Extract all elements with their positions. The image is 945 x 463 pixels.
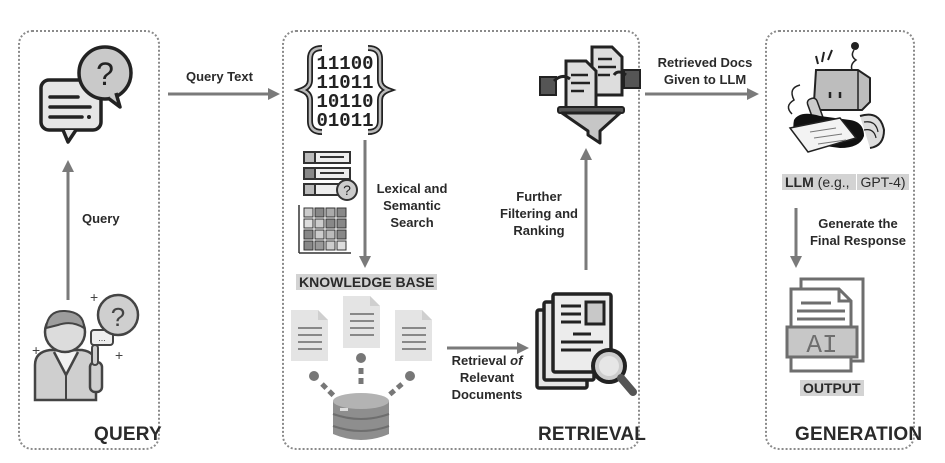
- binary-row: 11011: [316, 72, 373, 94]
- database-icon: [332, 393, 390, 440]
- label-line: Generate the: [818, 216, 898, 231]
- label-part-italic: of: [510, 353, 523, 368]
- knowledge-base-text: KNOWLEDGE BASE: [296, 274, 438, 290]
- label-line: Further: [516, 189, 562, 204]
- grid-cell: [336, 240, 347, 251]
- svg-text:+: +: [32, 342, 40, 358]
- grid-cell: [303, 229, 314, 240]
- generate-response-arrow: [790, 208, 802, 268]
- label-line: Filtering and: [500, 206, 578, 221]
- grid-cell: [314, 207, 325, 218]
- label-line: Relevant: [459, 370, 515, 385]
- retrieval-relevant-label: Retrieval of Relevant Documents: [446, 352, 528, 403]
- output-text: OUTPUT: [800, 380, 864, 396]
- retrieval-section-title: RETRIEVAL: [538, 424, 647, 445]
- llm-label-highlight: LLM (e.g.,: [782, 174, 857, 190]
- label-line: Documents: [451, 387, 523, 402]
- label-line: Lexical and: [376, 181, 448, 196]
- binary-code-icon: 11100 11011 10110 01011: [293, 45, 397, 135]
- binary-row: 10110: [316, 91, 373, 113]
- query-up-arrow: [62, 160, 74, 300]
- lexical-semantic-arrow: [359, 140, 371, 268]
- svg-text:...: ...: [98, 333, 106, 343]
- grid-cell: [325, 207, 336, 218]
- retrieval-relevant-arrow: [447, 342, 529, 354]
- svg-text:+: +: [115, 347, 123, 363]
- svg-text:+: +: [90, 289, 98, 305]
- ai-output-document-icon: AI: [785, 277, 865, 373]
- grid-cell: [303, 240, 314, 251]
- grid-cell: [336, 229, 347, 240]
- generation-panel: [765, 30, 915, 450]
- document-icon: [395, 310, 432, 361]
- knowledge-base-icon: [291, 296, 432, 440]
- binary-row: 11100: [316, 53, 373, 75]
- query-arrow-label: Query: [82, 211, 120, 226]
- svg-text:?: ?: [111, 302, 125, 332]
- knowledge-base-label: KNOWLEDGE BASE: [296, 274, 438, 291]
- grid-matrix-icon: [298, 205, 351, 254]
- checklist-icon: ?: [303, 151, 358, 201]
- svg-text:?: ?: [343, 182, 351, 198]
- generation-section-title: GENERATION: [795, 424, 923, 445]
- grid-cell: [336, 218, 347, 229]
- grid-cell: [303, 218, 314, 229]
- grid-cell: [303, 207, 314, 218]
- label-line: Given to LLM: [663, 72, 747, 87]
- grid-cell: [325, 240, 336, 251]
- document-icon: [343, 296, 380, 348]
- grid-cell: [314, 240, 325, 251]
- docs-to-llm-label: Retrieved Docs Given to LLM: [650, 54, 760, 88]
- lexical-semantic-label: Lexical and Semantic Search: [372, 180, 452, 231]
- label-line: Semantic: [383, 198, 441, 213]
- label-line: Retrieved Docs: [657, 55, 753, 70]
- llm-label-rest: (e.g.,: [813, 174, 854, 190]
- grid-cell: [336, 207, 347, 218]
- svg-text:?: ?: [96, 56, 114, 92]
- filter-funnel-docs-icon: [539, 45, 641, 145]
- query-text-arrow-label: Query Text: [186, 69, 253, 84]
- grid-cell: [325, 218, 336, 229]
- chat-question-icon: ?: [39, 45, 133, 144]
- robot-llm-icon: [787, 42, 886, 153]
- retrieval-panel: [282, 30, 640, 450]
- grid-cell: [314, 218, 325, 229]
- filtering-ranking-label: Further Filtering and Ranking: [494, 188, 584, 239]
- label-part: Retrieval: [451, 353, 511, 368]
- llm-label-model: GPT-4): [857, 174, 909, 190]
- person-question-icon: ... ? + + +: [32, 289, 140, 402]
- query-section-title: QUERY: [94, 424, 162, 445]
- query-panel: [18, 30, 160, 450]
- label-line: Search: [390, 215, 434, 230]
- query-text-arrow: [168, 88, 280, 100]
- llm-label: LLM (e.g., GPT-4): [782, 174, 909, 191]
- output-label: OUTPUT: [800, 380, 864, 397]
- filtering-ranking-arrow: [580, 148, 592, 270]
- label-line: Retrieval of: [446, 352, 528, 369]
- document-icon: [291, 310, 328, 361]
- label-line: Ranking: [513, 223, 565, 238]
- docs-to-llm-arrow: [645, 88, 759, 100]
- ai-text: AI: [806, 330, 837, 360]
- llm-label-bold: LLM: [785, 174, 814, 190]
- label-line: Final Response: [809, 233, 907, 248]
- binary-row: 01011: [316, 110, 373, 132]
- grid-cell: [325, 229, 336, 240]
- document-search-icon: [535, 292, 637, 396]
- generate-response-label: Generate the Final Response: [808, 215, 908, 249]
- grid-cell: [314, 229, 325, 240]
